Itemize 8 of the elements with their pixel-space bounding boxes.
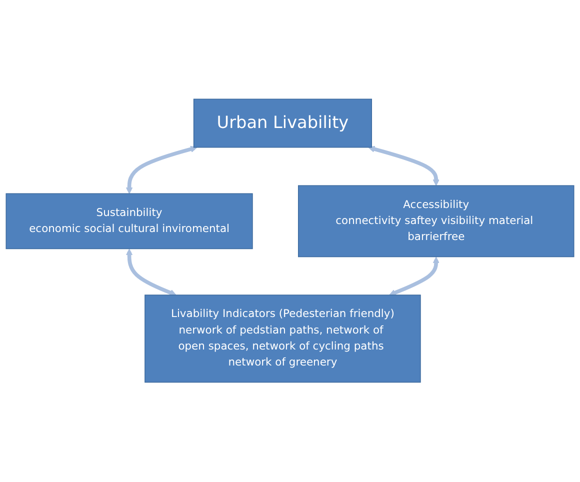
node-box: Urban Livability	[193, 99, 372, 148]
node-box: Livability Indicators (Pedesterian friendly) nerwork of pedstian paths, network of open spaces, network of cycling paths network of greenery	[144, 294, 421, 383]
arrow	[126, 146, 198, 194]
arrow	[389, 257, 440, 296]
arrow	[126, 249, 176, 296]
arrow	[368, 146, 440, 186]
node-box: Sustainbility economic social cultural inviromental	[6, 194, 253, 250]
node-box: Accessibility connectivity saftey visibility material barrierfree	[298, 186, 574, 258]
